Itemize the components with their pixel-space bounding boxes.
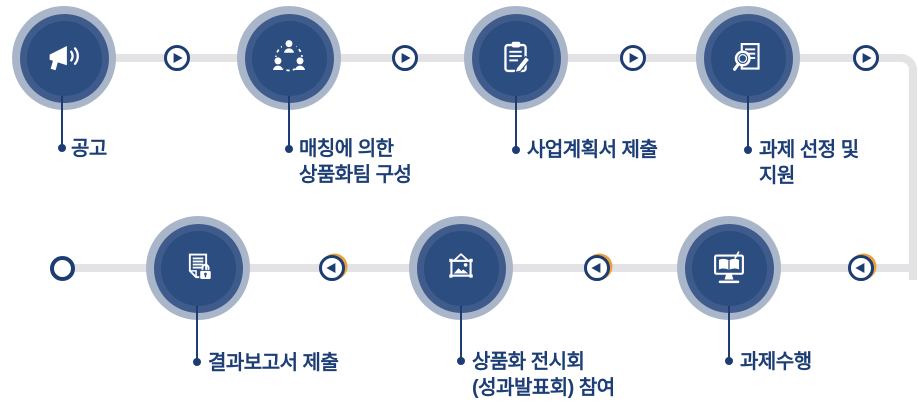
label-stem (288, 96, 290, 147)
step-node-business-plan (464, 6, 568, 110)
step-label-exhibition: 상품화 전시회 (성과발표회) 참여 (472, 351, 615, 399)
megaphone-icon (49, 46, 79, 71)
label-stem (515, 96, 517, 147)
label-stem (460, 306, 462, 358)
monitor-book-icon (714, 251, 744, 284)
step-label-task-execution: 과제수행 (740, 351, 812, 373)
step-label-selection-support: 과제 선정 및 지원 (759, 139, 859, 187)
flow-arrow-right-icon (392, 45, 418, 71)
label-bullet (457, 357, 465, 365)
label-bullet (58, 144, 66, 152)
label-bullet (744, 146, 752, 154)
picture-frame-icon (449, 253, 473, 278)
label-bullet (193, 358, 201, 366)
label-stem (196, 306, 198, 359)
step-node-final-report (146, 216, 250, 320)
step-node-team-matching (237, 6, 341, 110)
flow-end-marker (50, 256, 75, 281)
label-stem (747, 96, 749, 147)
clipboard-pencil-icon (504, 41, 531, 74)
step-label-announcement: 공고 (71, 138, 107, 160)
label-bullet (512, 146, 520, 154)
team-network-icon (270, 39, 308, 72)
flow-arrow-left-icon (848, 255, 874, 281)
step-node-selection-support (696, 6, 800, 110)
step-label-final-report: 결과보고서 제출 (208, 352, 339, 374)
label-stem (728, 306, 730, 358)
label-bullet (725, 357, 733, 365)
flow-arrow-right-icon (164, 45, 190, 71)
flow-arrow-left-icon (319, 255, 345, 281)
step-node-task-execution (677, 216, 781, 320)
flow-arrow-right-icon (853, 45, 879, 71)
document-magnifier-icon (733, 43, 760, 71)
step-label-business-plan: 사업계획서 제출 (527, 139, 658, 161)
step-node-announcement (12, 6, 116, 110)
step-node-exhibition (409, 216, 513, 320)
document-lock-icon (188, 253, 212, 280)
flow-arrow-right-icon (620, 45, 646, 71)
flow-arrow-left-icon (584, 255, 610, 281)
label-stem (61, 96, 63, 146)
step-label-team-matching: 매칭에 의한 상품화팀 구성 (299, 138, 412, 186)
label-bullet (285, 145, 293, 153)
